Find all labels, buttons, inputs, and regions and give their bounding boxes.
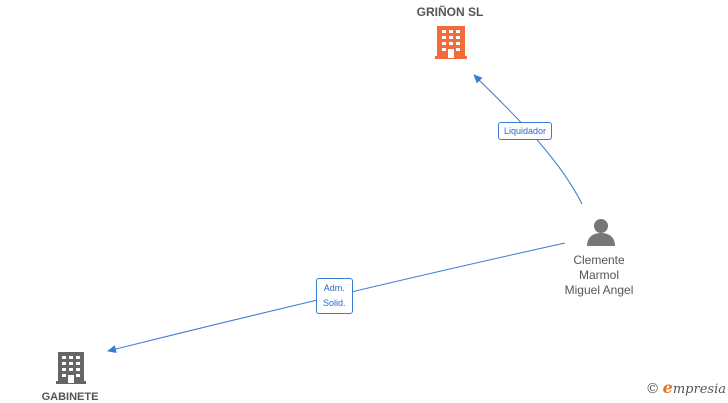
building-icon[interactable] <box>435 26 467 59</box>
brand-logo: ©empresia <box>646 378 726 397</box>
person-icon[interactable] <box>587 219 615 246</box>
brand-initial: e <box>662 378 673 397</box>
edge-label-line: Solid. <box>323 298 346 308</box>
brand-name: mpresia <box>672 382 726 397</box>
building-icon[interactable] <box>56 352 86 384</box>
person-name-line: Marmol <box>578 268 619 282</box>
company-name-top[interactable]: GRIÑON SL <box>416 5 484 19</box>
person-name[interactable]: Clemente Marmol Miguel Angel <box>539 253 659 298</box>
edge-label-line: Adm. <box>323 283 345 293</box>
person-name-line: Miguel Angel <box>564 283 634 297</box>
edge-label-liquidador: Liquidador <box>498 122 553 140</box>
copyright-icon: © <box>645 381 660 397</box>
person-name-line: Clemente <box>573 253 625 267</box>
company-name-bottom[interactable]: GABINETE <box>41 391 99 403</box>
edge-label-adm-solid: Adm. Solid. <box>316 278 353 314</box>
